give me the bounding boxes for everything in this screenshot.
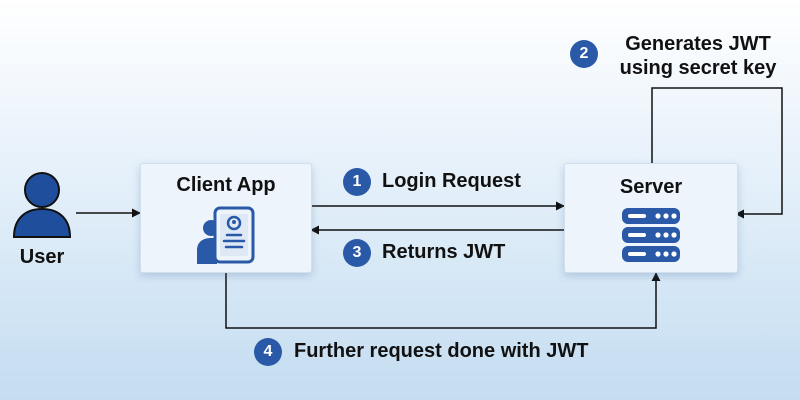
client-app-box: Client App (140, 163, 312, 273)
step-2-label: Generates JWT using secret key (619, 33, 777, 79)
step-4-badge: 4 (254, 338, 282, 366)
generate-jwt-loop-arrow (651, 87, 783, 219)
server-rack-icon (622, 208, 680, 262)
step-3-label: Returns JWT (382, 241, 506, 263)
step-1-label: Login Request (382, 170, 521, 192)
mobile-app-icon (197, 206, 255, 264)
client-app-title: Client App (176, 174, 276, 196)
server-box: Server (564, 163, 738, 273)
user-label: User (19, 246, 65, 268)
further-request-arrow (225, 272, 661, 329)
step-2-badge: 2 (570, 40, 598, 68)
user-icon (12, 172, 72, 238)
step-3-badge: 3 (343, 239, 371, 267)
server-title: Server (619, 176, 683, 198)
step-4-label: Further request done with JWT (294, 340, 589, 362)
step-1-badge: 1 (343, 168, 371, 196)
